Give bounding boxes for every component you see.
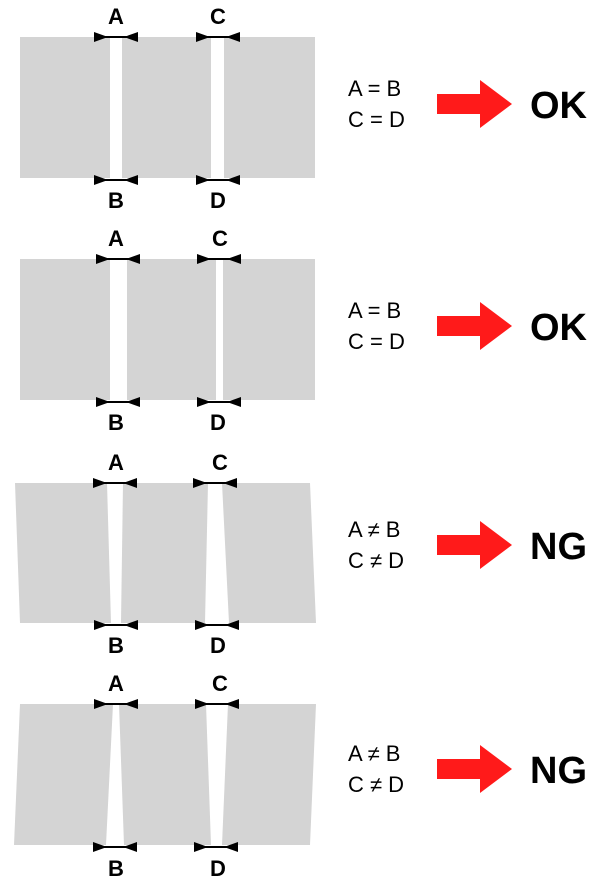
label-top-right: C — [212, 226, 228, 251]
label-bottom-right: D — [210, 410, 226, 435]
condition-line-2: C ≠ D — [348, 548, 404, 573]
label-top-right: C — [212, 671, 228, 696]
block-left — [20, 259, 110, 400]
result-arrow-icon — [437, 745, 512, 793]
block-middle — [121, 483, 208, 623]
result-label: OK — [530, 85, 588, 127]
label-bottom-right: D — [210, 633, 226, 658]
condition-line-2: C ≠ D — [348, 772, 404, 797]
label-bottom-right: D — [210, 856, 226, 881]
result-arrow-icon — [437, 302, 512, 350]
block-right — [223, 259, 315, 400]
panel-1: A C B D A = B C = D OK — [20, 4, 588, 213]
panel-3: A C B D A ≠ B C ≠ D NG — [15, 450, 587, 658]
block-right — [222, 704, 316, 845]
condition-line-1: A ≠ B — [348, 741, 400, 766]
block-middle — [127, 259, 216, 400]
condition-line-2: C = D — [348, 107, 405, 132]
block-right — [222, 483, 316, 623]
label-top-right: C — [212, 450, 228, 475]
label-top-left: A — [108, 671, 124, 696]
panel-2: A C B D A = B C = D OK — [20, 226, 588, 435]
label-bottom-right: D — [210, 188, 226, 213]
panel-4: A C B D A ≠ B C ≠ D NG — [14, 671, 587, 881]
condition-line-1: A ≠ B — [348, 517, 400, 542]
block-middle — [122, 37, 211, 178]
block-middle — [119, 704, 211, 845]
label-bottom-left: B — [108, 410, 124, 435]
label-top-left: A — [108, 450, 124, 475]
label-bottom-left: B — [108, 188, 124, 213]
result-label: NG — [530, 750, 587, 792]
result-arrow-icon — [437, 80, 512, 128]
result-arrow-icon — [437, 521, 512, 569]
result-label: NG — [530, 526, 587, 568]
label-top-left: A — [108, 226, 124, 251]
condition-line-1: A = B — [348, 76, 401, 101]
result-label: OK — [530, 307, 588, 349]
block-right — [224, 37, 315, 178]
label-bottom-left: B — [108, 856, 124, 881]
label-bottom-left: B — [108, 633, 124, 658]
block-left — [15, 483, 111, 623]
label-top-right: C — [210, 4, 226, 29]
condition-line-2: C = D — [348, 329, 405, 354]
block-left — [20, 37, 110, 178]
condition-line-1: A = B — [348, 298, 401, 323]
label-top-left: A — [108, 4, 124, 29]
block-left — [14, 704, 113, 845]
